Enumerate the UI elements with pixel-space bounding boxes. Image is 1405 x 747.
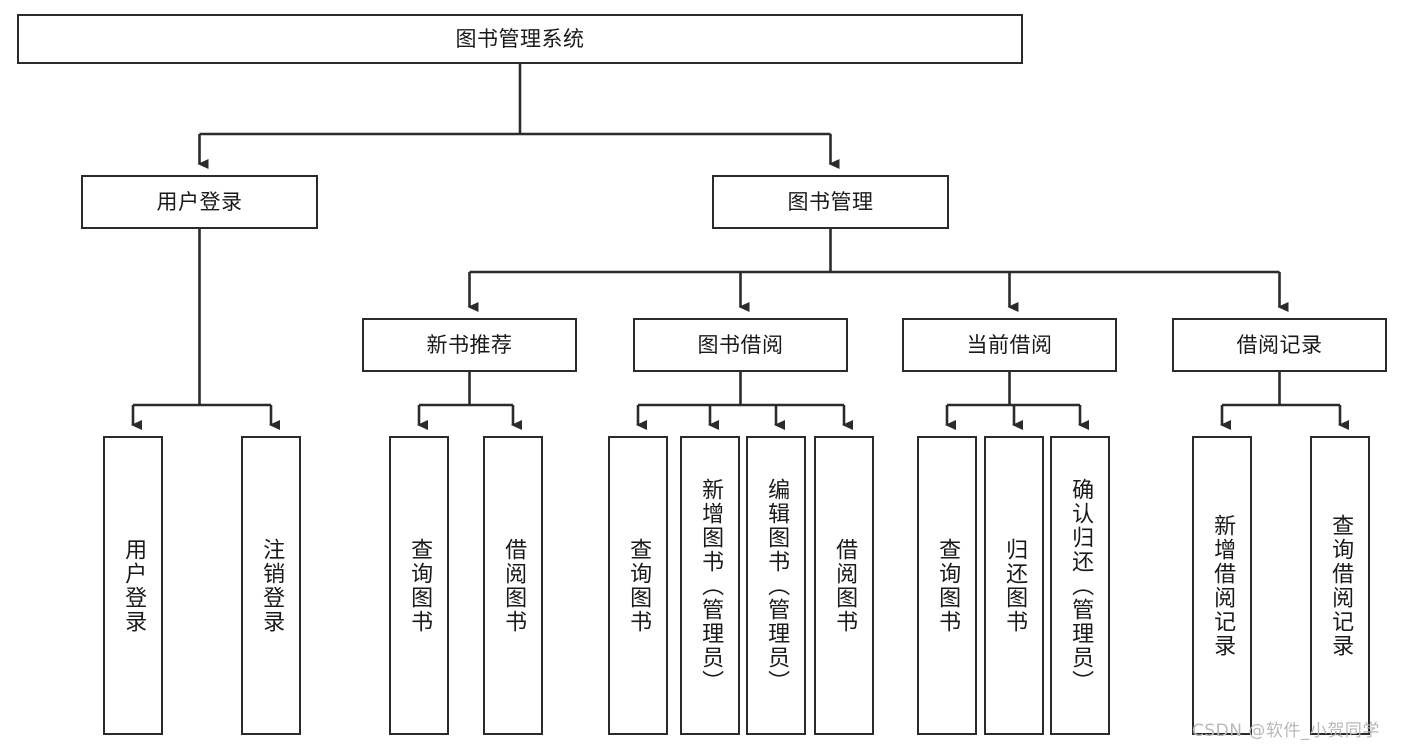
- csdn-watermark: CSDN @软件_小贺同学: [1192, 721, 1380, 741]
- node-leaf-user-login[interactable]: 用户登录: [103, 436, 163, 735]
- node-book-manage[interactable]: 图书管理: [712, 175, 949, 229]
- node-label: 查询图书: [935, 537, 961, 634]
- node-leaf-query-book-1[interactable]: 查询图书: [389, 436, 449, 735]
- node-label: 借阅记录: [1236, 332, 1323, 357]
- node-book-borrow[interactable]: 图书借阅: [633, 318, 848, 372]
- node-borrow-record[interactable]: 借阅记录: [1172, 318, 1387, 372]
- node-leaf-query-book-2[interactable]: 查询图书: [608, 436, 668, 735]
- node-label: 新增图书（管理员）: [698, 477, 724, 694]
- node-leaf-query-book-3[interactable]: 查询图书: [917, 436, 977, 735]
- node-label: 归还图书: [1002, 537, 1028, 634]
- node-current-borrow[interactable]: 当前借阅: [902, 318, 1117, 372]
- node-label: 新书推荐: [426, 332, 513, 357]
- node-user-login[interactable]: 用户登录: [81, 175, 318, 229]
- node-label: 查询图书: [407, 537, 433, 634]
- node-leaf-add-book[interactable]: 新增图书（管理员）: [680, 436, 740, 735]
- node-new-book-recommend[interactable]: 新书推荐: [362, 318, 577, 372]
- node-label: 查询借阅记录: [1328, 513, 1354, 658]
- node-label: 借阅图书: [832, 537, 858, 634]
- node-label: 图书管理系统: [455, 26, 585, 51]
- node-leaf-return-book[interactable]: 归还图书: [984, 436, 1044, 735]
- node-leaf-borrow-book-1[interactable]: 借阅图书: [483, 436, 543, 735]
- node-leaf-borrow-book-2[interactable]: 借阅图书: [814, 436, 874, 735]
- node-leaf-edit-book[interactable]: 编辑图书（管理员）: [746, 436, 806, 735]
- node-label: 用户登录: [156, 189, 243, 214]
- node-label: 新增借阅记录: [1210, 513, 1236, 658]
- node-label: 编辑图书（管理员）: [764, 477, 790, 694]
- node-label: 注销登录: [259, 537, 285, 634]
- node-label: 确认归还（管理员）: [1068, 477, 1094, 694]
- node-leaf-confirm-return[interactable]: 确认归还（管理员）: [1050, 436, 1110, 735]
- node-leaf-logout[interactable]: 注销登录: [241, 436, 301, 735]
- node-label: 借阅图书: [501, 537, 527, 634]
- node-label: 查询图书: [626, 537, 652, 634]
- node-label: 当前借阅: [966, 332, 1053, 357]
- node-label: 图书管理: [787, 189, 874, 214]
- node-label: 用户登录: [121, 537, 147, 634]
- node-leaf-add-record[interactable]: 新增借阅记录: [1192, 436, 1252, 735]
- node-leaf-query-record[interactable]: 查询借阅记录: [1310, 436, 1370, 735]
- node-root[interactable]: 图书管理系统: [17, 14, 1023, 64]
- node-label: 图书借阅: [697, 332, 784, 357]
